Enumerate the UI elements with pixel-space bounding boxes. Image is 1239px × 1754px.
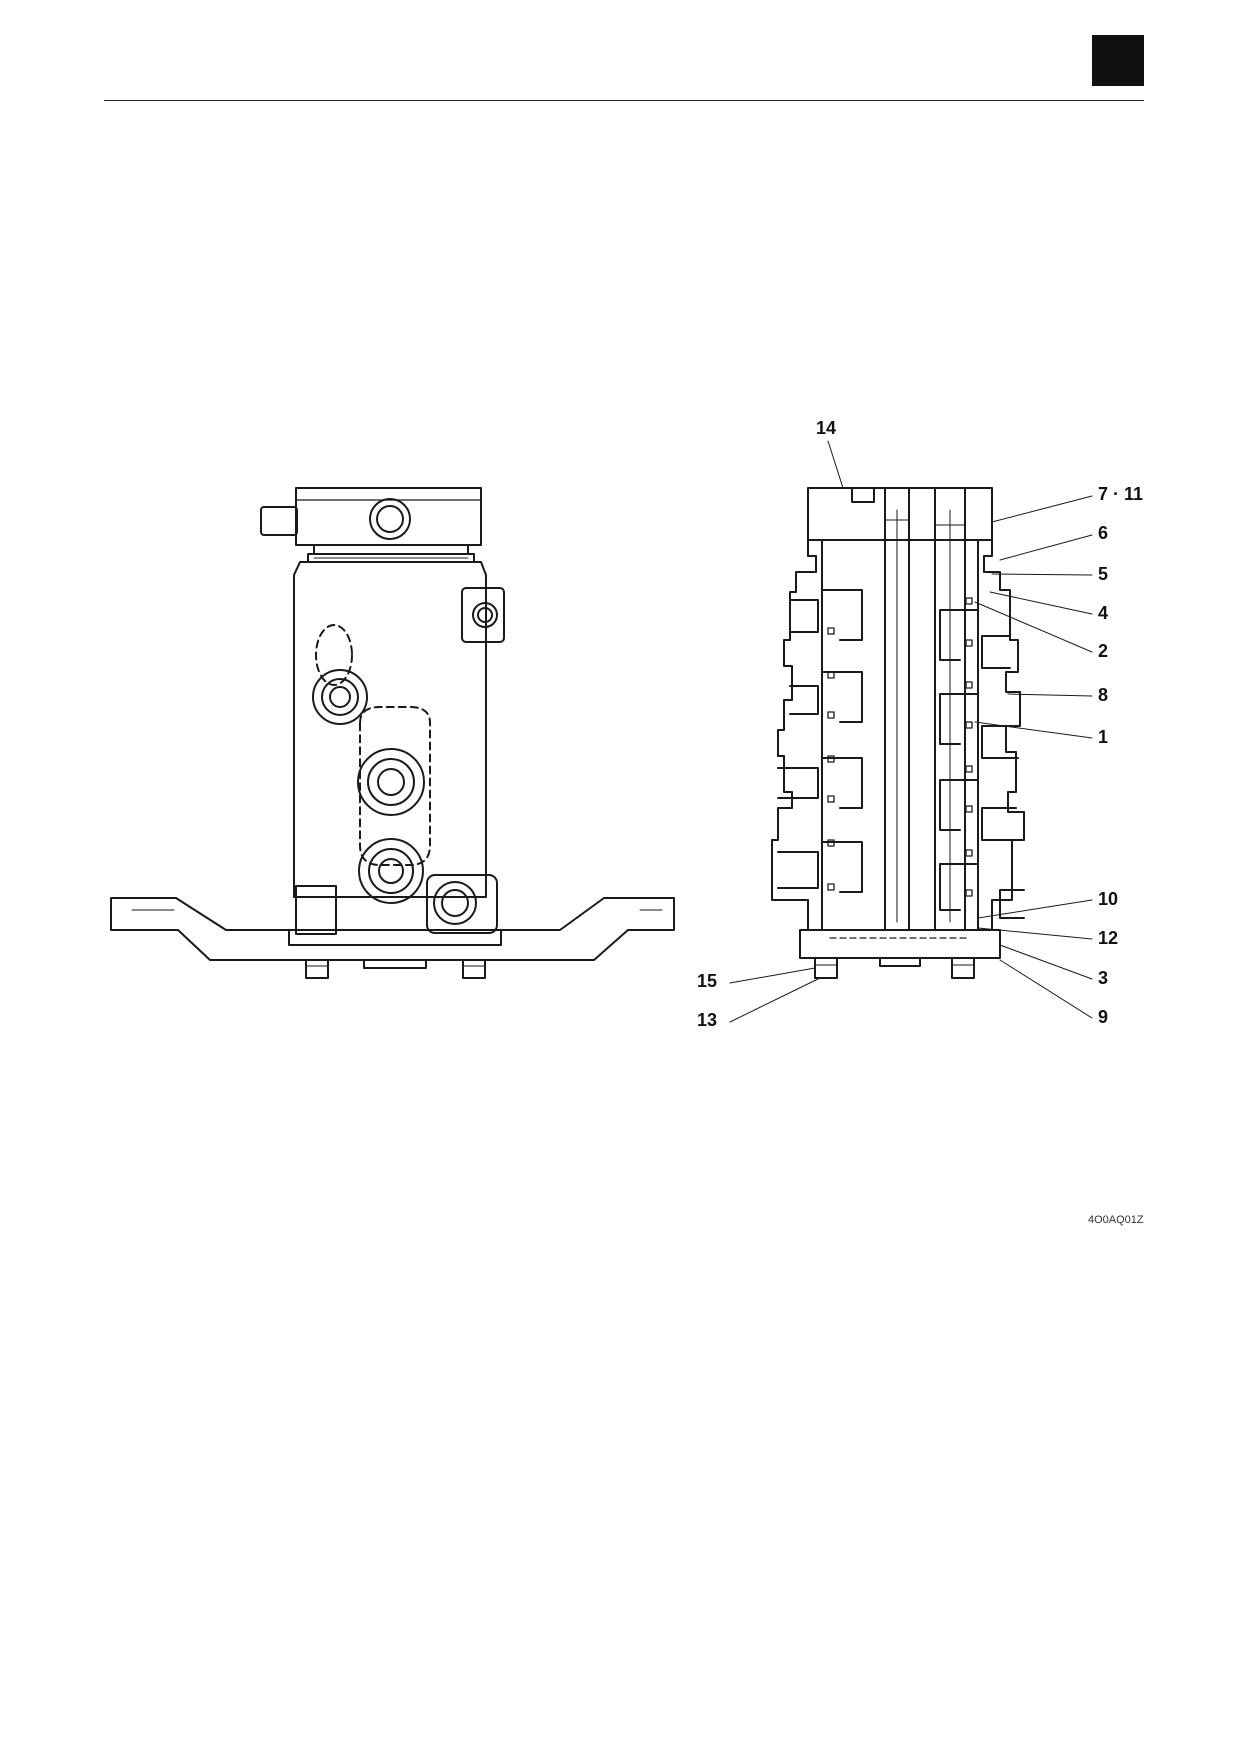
- callout-2: 2: [1098, 641, 1109, 661]
- leader-lines: [729, 440, 1093, 1023]
- callout-8: 8: [1098, 685, 1109, 705]
- callout-12: 12: [1098, 928, 1119, 948]
- callout-15: 15: [697, 971, 718, 991]
- external-view: [110, 487, 675, 979]
- callout-14: 14: [816, 418, 837, 438]
- callout-6: 6: [1098, 523, 1109, 543]
- callout-4: 4: [1098, 603, 1109, 623]
- callout-5: 5: [1098, 564, 1109, 584]
- page-tab-marker: [1092, 35, 1144, 86]
- callout-13: 13: [697, 1010, 718, 1030]
- figure-code: 4O0AQ01Z: [1088, 1214, 1144, 1226]
- callout-1: 1: [1098, 727, 1109, 747]
- header-rule: [104, 100, 1144, 101]
- callout-9: 9: [1098, 1007, 1109, 1027]
- sectional-view: [771, 487, 1025, 979]
- callout-7-11: 7 · 11: [1098, 484, 1144, 504]
- callout-10: 10: [1098, 889, 1119, 909]
- callout-3: 3: [1098, 968, 1109, 988]
